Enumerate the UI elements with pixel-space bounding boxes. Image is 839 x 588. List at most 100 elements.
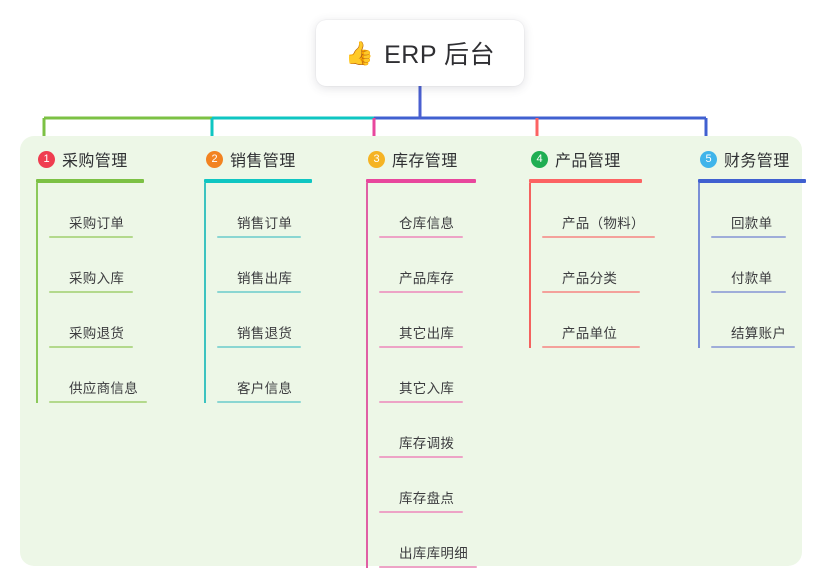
branch-item-rule: [49, 291, 133, 293]
branches-panel: [20, 136, 802, 566]
branch-header-rule-2: [204, 179, 312, 183]
branch-item-rule: [217, 236, 301, 238]
branch-item-label: 付款单: [731, 271, 773, 286]
branch-item[interactable]: 其它出库: [379, 293, 476, 348]
branch-item[interactable]: 出库库明细: [379, 513, 477, 568]
branch-item-rule: [379, 401, 463, 403]
branch-title-5: 财务管理: [724, 153, 790, 170]
root-title-card[interactable]: 👍 ERP 后台: [316, 20, 524, 86]
branch-item-rule: [217, 291, 301, 293]
branch-header-rule-3: [366, 179, 476, 183]
branch-item-rule: [711, 346, 795, 348]
branch-column-3: 3 库存管理仓库信息产品库存其它出库其它入库库存调拨库存盘点出库库明细: [366, 146, 477, 568]
branch-item-list-1: 采购订单采购入库采购退货供应商信息: [36, 183, 147, 403]
branch-item[interactable]: 产品单位: [542, 293, 645, 348]
branch-item-list-2: 销售订单销售出库销售退货客户信息: [204, 183, 312, 403]
branch-badge-5: 5: [700, 150, 717, 168]
branch-column-2: 2 销售管理销售订单销售出库销售退货客户信息: [204, 146, 312, 403]
branch-item-label: 采购订单: [69, 216, 125, 231]
branch-item-rule: [49, 346, 133, 348]
branch-item-list-3: 仓库信息产品库存其它出库其它入库库存调拨库存盘点出库库明细: [366, 183, 477, 568]
branch-item-rule: [711, 291, 786, 293]
branch-item-rule: [711, 236, 786, 238]
branch-item-rule: [49, 401, 147, 403]
branch-item[interactable]: 库存调拨: [379, 403, 476, 458]
branch-item-rule: [379, 456, 463, 458]
branch-item-rule: [379, 236, 463, 238]
branch-header-rule-1: [36, 179, 144, 183]
branch-header-3[interactable]: 3 库存管理: [366, 146, 476, 172]
branch-item[interactable]: 产品库存: [379, 238, 476, 293]
branch-item-label: 销售订单: [237, 216, 293, 231]
branch-item-label: 客户信息: [237, 381, 293, 396]
thumbs-up-icon: 👍: [344, 39, 375, 66]
root-title-text: ERP 后台: [384, 41, 496, 69]
branch-item-label: 结算账户: [731, 326, 787, 341]
branch-item-label: 回款单: [731, 216, 773, 231]
branch-item-rule: [542, 291, 640, 293]
branch-item[interactable]: 库存盘点: [379, 458, 476, 513]
branch-item-label: 仓库信息: [399, 216, 455, 231]
branch-item-rule: [217, 401, 301, 403]
branch-item[interactable]: 采购入库: [49, 238, 144, 293]
branch-item[interactable]: 销售出库: [217, 238, 312, 293]
branch-item-rule: [49, 236, 133, 238]
branch-item-label: 采购退货: [69, 326, 125, 341]
branch-item[interactable]: 采购订单: [49, 183, 144, 238]
branch-item-rule: [217, 346, 301, 348]
branch-spine-1: [36, 183, 38, 403]
branch-column-4: 4 产品管理产品（物料） 产品分类产品单位: [529, 146, 655, 348]
branch-item[interactable]: 采购退货: [49, 293, 144, 348]
branch-badge-1: 1: [38, 150, 55, 168]
branch-badge-2: 2: [206, 150, 223, 168]
branch-item[interactable]: 回款单: [711, 183, 806, 238]
branch-item-label: 出库库明细: [399, 546, 468, 561]
branch-item-label: 采购入库: [69, 271, 125, 286]
branch-column-5: 5 财务管理回款单付款单结算账户: [698, 146, 806, 348]
branch-column-1: 1 采购管理采购订单采购入库采购退货供应商信息: [36, 146, 147, 403]
branch-item-rule: [542, 346, 640, 348]
branch-header-4[interactable]: 4 产品管理: [529, 146, 645, 172]
branch-item[interactable]: 客户信息: [217, 348, 312, 403]
branch-item[interactable]: 产品（物料）: [542, 183, 655, 238]
branch-title-4: 产品管理: [555, 153, 621, 170]
branch-title-1: 采购管理: [62, 153, 128, 170]
branch-header-rule-4: [529, 179, 642, 183]
branch-item[interactable]: 销售退货: [217, 293, 312, 348]
branch-item[interactable]: 产品分类: [542, 238, 645, 293]
branch-item-rule: [379, 566, 477, 568]
branch-header-rule-5: [698, 179, 806, 183]
branch-item-rule: [379, 291, 463, 293]
branch-item[interactable]: 结算账户: [711, 293, 806, 348]
branch-item-label: 库存盘点: [399, 491, 455, 506]
branch-item-rule: [542, 236, 655, 238]
branch-item-label: 其它入库: [399, 381, 455, 396]
branch-header-1[interactable]: 1 采购管理: [36, 146, 144, 172]
root-title-inner: 👍 ERP 后台: [345, 35, 495, 71]
branch-item-rule: [379, 511, 463, 513]
branch-badge-3: 3: [368, 150, 385, 168]
branch-item-list-5: 回款单付款单结算账户: [698, 183, 806, 348]
branch-item-label: 产品单位: [562, 326, 618, 341]
branch-item-list-4: 产品（物料） 产品分类产品单位: [529, 183, 655, 348]
branch-title-2: 销售管理: [230, 153, 296, 170]
branch-header-5[interactable]: 5 财务管理: [698, 146, 806, 172]
branch-item-label: 库存调拨: [399, 436, 455, 451]
branch-item-label: 其它出库: [399, 326, 455, 341]
branch-spine-4: [529, 183, 531, 348]
branch-item-label: 产品分类: [562, 271, 618, 286]
branch-item-label: 销售退货: [237, 326, 293, 341]
branch-badge-4: 4: [531, 150, 548, 168]
branch-item-label: 销售出库: [237, 271, 293, 286]
branch-item[interactable]: 其它入库: [379, 348, 476, 403]
branch-item-rule: [379, 346, 463, 348]
branch-header-2[interactable]: 2 销售管理: [204, 146, 312, 172]
branch-item[interactable]: 付款单: [711, 238, 806, 293]
branch-item[interactable]: 仓库信息: [379, 183, 476, 238]
branch-item-label: 产品（物料）: [562, 216, 645, 231]
branch-title-3: 库存管理: [392, 153, 458, 170]
branch-spine-2: [204, 183, 206, 403]
branch-item[interactable]: 销售订单: [217, 183, 312, 238]
branch-item[interactable]: 供应商信息: [49, 348, 147, 403]
